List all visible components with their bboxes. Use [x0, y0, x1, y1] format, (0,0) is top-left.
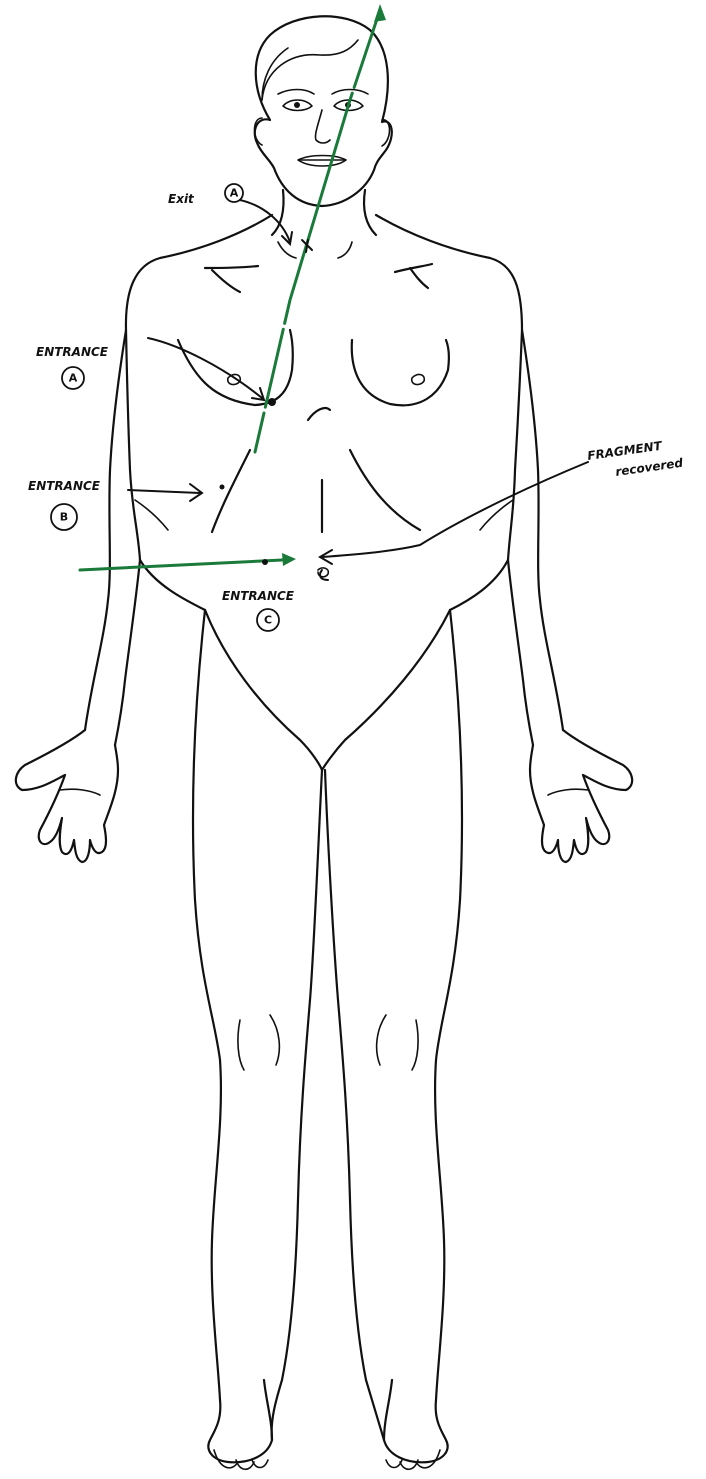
right-leg — [384, 610, 462, 1462]
fragment-arrow — [322, 462, 588, 557]
entrance-c-wound — [262, 559, 268, 565]
entrance-b-label: ENTRANCE — [28, 479, 101, 493]
right-pectoral — [352, 340, 449, 405]
entrance-a-id: A — [69, 372, 78, 385]
entrance-c-id: C — [264, 614, 272, 627]
left-arm — [85, 330, 126, 730]
right-arm — [522, 330, 563, 730]
fragment-label-line2: recovered — [614, 456, 684, 479]
body-outline — [16, 16, 632, 1469]
exit-label: Exit — [168, 192, 195, 206]
entrance-a-label: ENTRANCE — [36, 345, 109, 359]
entrance-b-arrow — [128, 490, 200, 493]
entrance-b-wound — [220, 485, 225, 490]
left-hand — [16, 730, 118, 862]
trajectory-a — [255, 10, 380, 452]
labels: Exit A ENTRANCE A ENTRANCE B ENTRANCE C … — [28, 184, 684, 631]
head-outline — [255, 16, 392, 206]
entrance-b-id: B — [60, 511, 68, 524]
entrance-a-wound — [268, 398, 276, 406]
exit-id: A — [230, 187, 239, 200]
entrance-a-arrow — [148, 338, 262, 398]
right-clavicle — [395, 264, 432, 272]
left-clavicle — [205, 266, 258, 268]
trajectory-c-arrowhead — [282, 553, 296, 566]
wound-marks — [220, 240, 329, 580]
entrance-c-label: ENTRANCE — [222, 589, 295, 603]
trajectory-a-arrowhead — [374, 4, 386, 22]
right-hand — [530, 730, 632, 862]
groin-outline — [205, 610, 450, 770]
left-leg — [193, 610, 272, 1462]
